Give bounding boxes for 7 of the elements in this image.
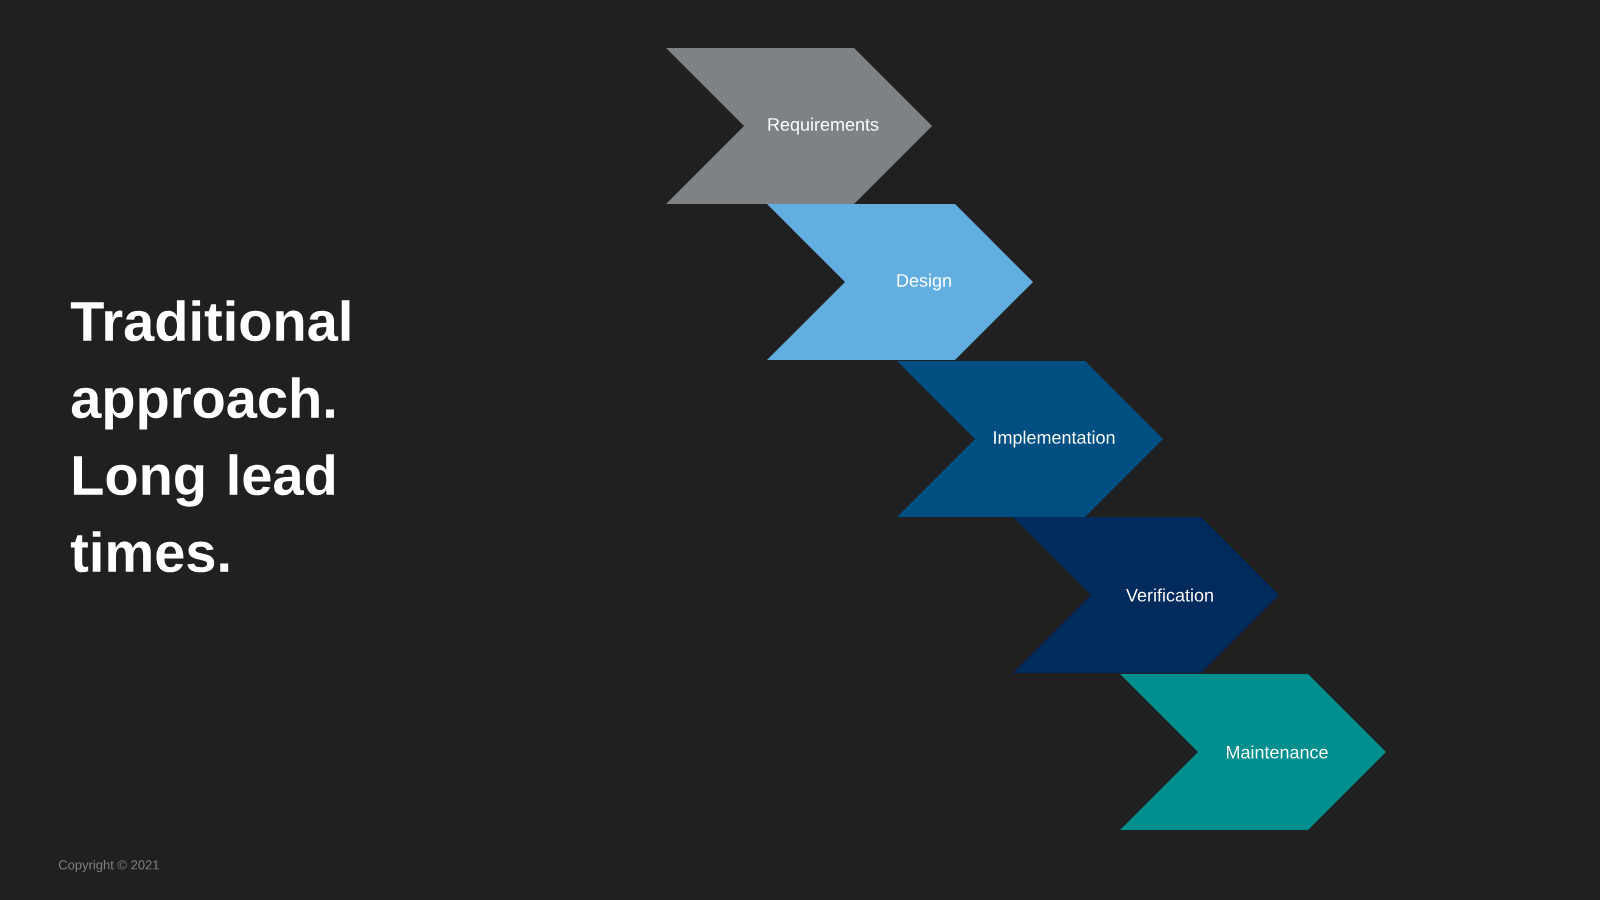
process-step: Implementation bbox=[897, 361, 1163, 517]
slide-title: Traditional approach. Long lead times. bbox=[70, 300, 350, 573]
copyright-note: Copyright © 2021 bbox=[58, 859, 159, 873]
process-step: Verification bbox=[1013, 517, 1279, 673]
process-step: Design bbox=[767, 204, 1033, 360]
process-step: Maintenance bbox=[1120, 674, 1386, 830]
process-step: Requirements bbox=[666, 48, 932, 204]
